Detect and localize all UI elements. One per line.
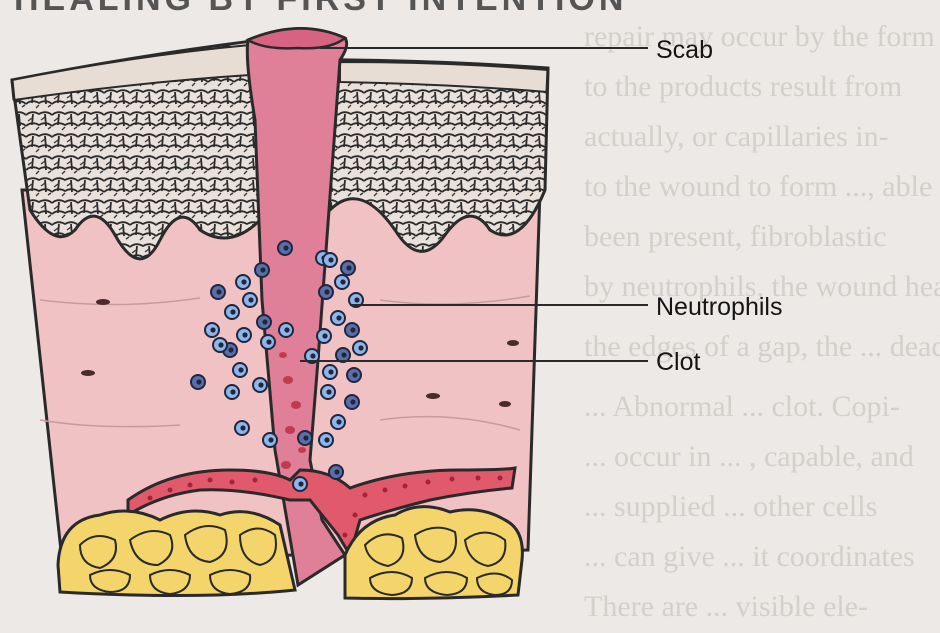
neutrophil-nucleus <box>334 469 339 474</box>
neutrophil-nucleus <box>242 332 247 337</box>
fibroblast-nucleus <box>96 299 110 305</box>
scab-shape <box>248 28 345 48</box>
neutrophil-nucleus <box>328 257 333 262</box>
neutrophil-nucleus <box>228 347 233 352</box>
neutrophils-label: Neutrophils <box>656 295 782 320</box>
fibroblast-nucleus <box>507 340 519 346</box>
neutrophil-nucleus <box>354 297 359 302</box>
neutrophil-nucleus <box>238 367 243 372</box>
neutrophil-nucleus <box>324 437 329 442</box>
neutrophil-nucleus <box>283 245 288 250</box>
neutrophil-nucleus <box>230 309 235 314</box>
neutrophil-nucleus <box>328 369 333 374</box>
neutrophil-nucleus <box>336 315 341 320</box>
scab-label: Scab <box>656 38 713 63</box>
neutrophil-nucleus <box>260 267 265 272</box>
neutrophil-nucleus <box>298 481 303 486</box>
neutrophil-nucleus <box>358 345 363 350</box>
neutrophil-nucleus <box>268 437 273 442</box>
neutrophil-nucleus <box>346 265 351 270</box>
neutrophil-nucleus <box>216 289 221 294</box>
neutrophil-nucleus <box>340 279 345 284</box>
fibroblast-nucleus <box>499 401 511 407</box>
neutrophil-nucleus <box>322 333 327 338</box>
clot-label: Clot <box>656 350 700 375</box>
neutrophil-nucleus <box>210 327 215 332</box>
neutrophil-nucleus <box>336 419 341 424</box>
fibroblast-nucleus <box>81 370 95 376</box>
neutrophil-nucleus <box>266 339 271 344</box>
neutrophil-nucleus <box>258 382 263 387</box>
neutrophil-nucleus <box>310 353 315 358</box>
neutrophil-nucleus <box>218 342 223 347</box>
neutrophil-nucleus <box>284 327 289 332</box>
neutrophil-nucleus <box>326 389 331 394</box>
neutrophil-nucleus <box>241 279 246 284</box>
neutrophil-nucleus <box>230 389 235 394</box>
neutrophil-nucleus <box>262 319 267 324</box>
neutrophil-nucleus <box>350 399 355 404</box>
neutrophil-nucleus <box>196 379 201 384</box>
neutrophil-nucleus <box>350 327 355 332</box>
fibroblast-nucleus <box>426 393 440 399</box>
neutrophil-nucleus <box>303 435 308 440</box>
neutrophil-nucleus <box>248 297 253 302</box>
neutrophil-nucleus <box>240 425 245 430</box>
neutrophil-nucleus <box>324 289 329 294</box>
neutrophil-nucleus <box>352 372 357 377</box>
neutrophil-nucleus <box>341 352 346 357</box>
